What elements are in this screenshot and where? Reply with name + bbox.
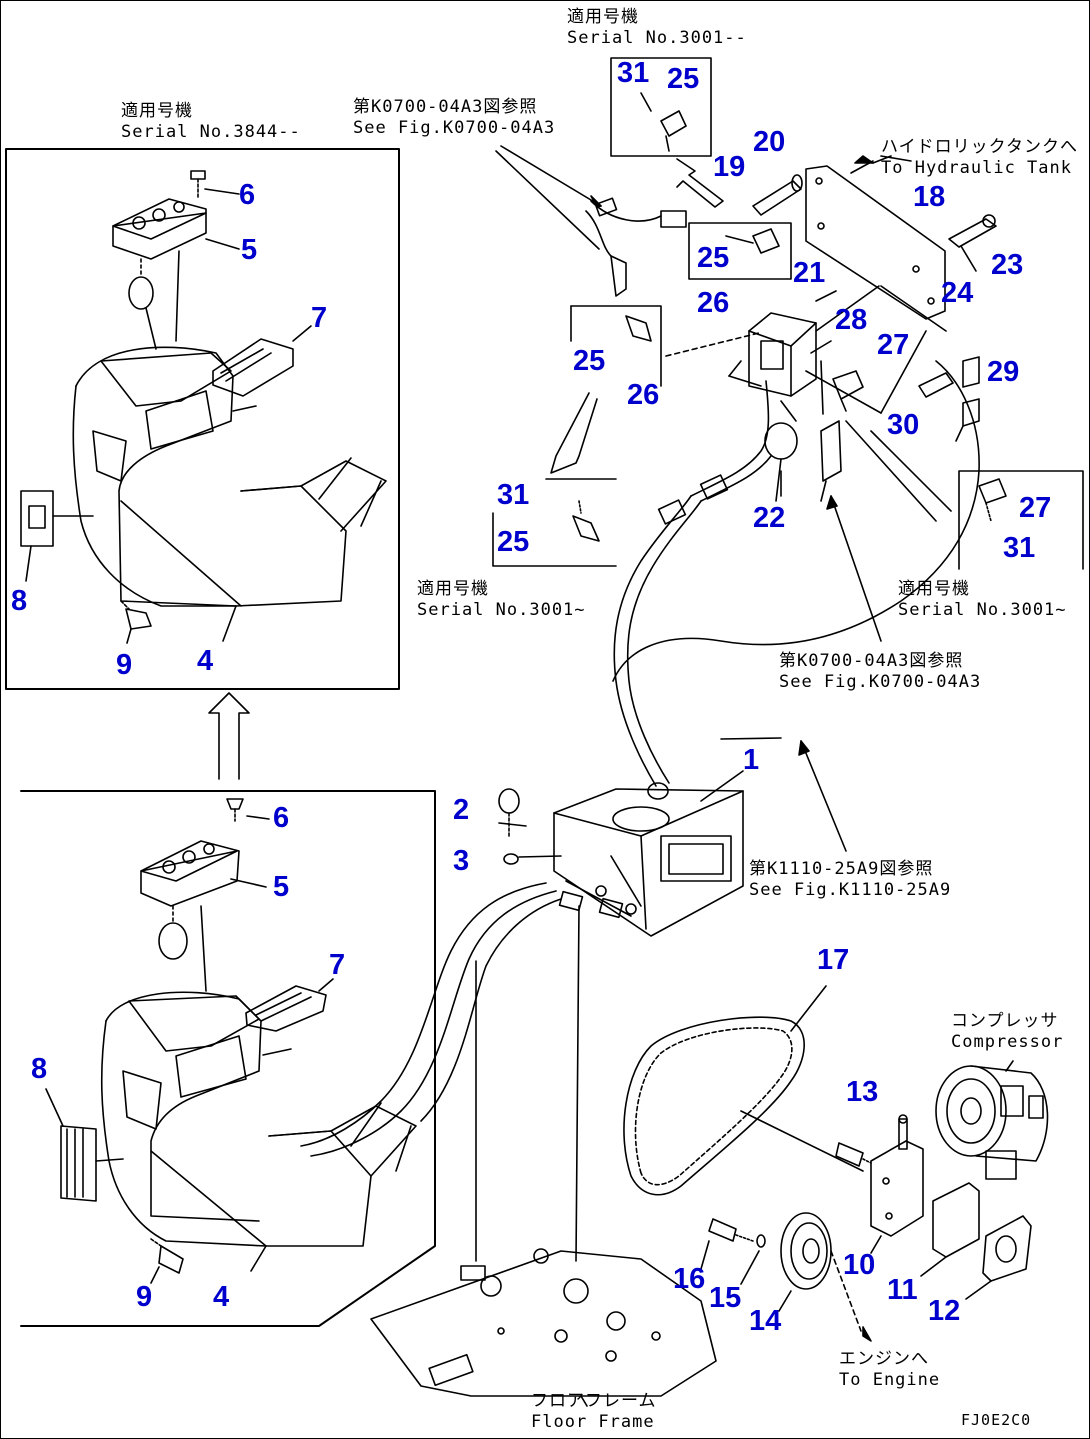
- callout-15: 15: [709, 1282, 742, 1314]
- note-en: See Fig.K1110-25A9: [749, 880, 952, 901]
- callout-28: 28: [835, 304, 868, 336]
- note-see-fig-top: 第K0700-04A3図参照 See Fig.K0700-04A3: [353, 97, 555, 140]
- callout-23: 23: [991, 249, 1024, 281]
- callout-4-top: 4: [197, 645, 214, 677]
- note-serial-top-left: 適用号機 Serial No.3844--: [121, 101, 301, 144]
- note-see-fig-mid: 第K0700-04A3図参照 See Fig.K0700-04A3: [779, 651, 981, 694]
- callout-17: 17: [817, 944, 850, 976]
- callout-5-top: 5: [241, 234, 258, 266]
- inset-box-25-top: [688, 222, 792, 280]
- harness-wiring: [300, 360, 980, 1281]
- callout-25-bottom: 25: [497, 526, 530, 558]
- callout-25-top: 25: [667, 63, 700, 95]
- callout-31-right: 31: [1003, 532, 1036, 564]
- callout-8-top: 8: [11, 585, 28, 617]
- note-jp: コンプレッサ: [951, 1011, 1059, 1031]
- leader-lines-right: [728, 330, 952, 852]
- note-en: See Fig.K0700-04A3: [353, 118, 556, 139]
- callout-27-top: 27: [877, 329, 910, 361]
- console-assembly-top: [20, 170, 387, 644]
- callout-29: 29: [987, 356, 1020, 388]
- callout-31-left: 31: [497, 479, 530, 511]
- callout-13: 13: [846, 1076, 879, 1108]
- callout-9-bottom: 9: [136, 1281, 153, 1313]
- note-compressor: コンプレッサ Compressor: [951, 1011, 1063, 1054]
- drive-belt: [623, 985, 864, 1196]
- note-jp: ハイドロリックタンクへ: [881, 137, 1078, 157]
- callout-26-top: 26: [697, 287, 730, 319]
- callout-19: 19: [713, 151, 746, 183]
- callout-7-bottom: 7: [329, 949, 346, 981]
- note-jp: フロアフレーム: [531, 1391, 657, 1411]
- callout-27-right: 27: [1019, 492, 1052, 524]
- note-en: Serial No.3844--: [121, 122, 301, 143]
- callout-5-bottom: 5: [273, 871, 290, 903]
- note-serial-mid-right: 適用号機 Serial No.3001~: [898, 579, 1067, 622]
- callout-8-bottom: 8: [31, 1053, 48, 1085]
- callout-18: 18: [913, 181, 946, 213]
- note-jp: 適用号機: [121, 101, 193, 121]
- floor-frame: [370, 1248, 717, 1407]
- note-en: To Engine: [839, 1370, 941, 1391]
- callout-11: 11: [887, 1274, 918, 1306]
- callout-20: 20: [753, 126, 786, 158]
- note-jp: 第K0700-04A3図参照: [353, 97, 538, 117]
- note-hydraulic-tank: ハイドロリックタンクへ To Hydraulic Tank: [881, 137, 1078, 180]
- drawing-code: FJ0E2C0: [961, 1411, 1032, 1429]
- relay-cluster: [748, 155, 997, 502]
- callout-6-top: 6: [239, 179, 256, 211]
- callout-7-top: 7: [311, 302, 328, 334]
- inset-box-serial-3001-top: [610, 57, 724, 208]
- detail-frame-top-left: [5, 148, 400, 690]
- callout-16: 16: [673, 1263, 706, 1295]
- compressor: [935, 1060, 1049, 1180]
- note-engine: エンジンへ To Engine: [839, 1349, 940, 1392]
- inset-box-serial-3001-left: [492, 478, 617, 567]
- callout-3: 3: [453, 845, 470, 877]
- note-jp: 適用号機: [417, 579, 489, 599]
- note-en: To Hydraulic Tank: [881, 158, 1072, 179]
- note-en: See Fig.K0700-04A3: [779, 672, 982, 693]
- detail-frame-bottom-left: [20, 790, 436, 1327]
- compressor-bracket: [700, 1114, 1032, 1342]
- console-assembly-bottom: [45, 798, 417, 1284]
- note-en: Floor Frame: [531, 1412, 655, 1433]
- note-jp: 適用号機: [898, 579, 970, 599]
- callout-4-bottom: 4: [213, 1281, 230, 1313]
- callout-6-bottom: 6: [273, 802, 290, 834]
- callout-10: 10: [843, 1249, 876, 1281]
- view-arrow: [208, 692, 250, 780]
- note-serial-mid-left: 適用号機 Serial No.3001~: [417, 579, 586, 622]
- note-jp: エンジンへ: [839, 1349, 929, 1369]
- note-jp: 第K1110-25A9図参照: [749, 859, 934, 879]
- note-jp: 第K0700-04A3図参照: [779, 651, 964, 671]
- callout-21: 21: [793, 257, 826, 289]
- note-see-fig-k1110: 第K1110-25A9図参照 See Fig.K1110-25A9: [749, 859, 951, 902]
- top-left-connector: [495, 145, 687, 297]
- callout-9-top: 9: [116, 649, 133, 681]
- inset-box-serial-3001-right: [958, 470, 1084, 570]
- note-en: Compressor: [951, 1032, 1064, 1053]
- air-conditioner-unit: [498, 737, 782, 937]
- callout-1: 1: [743, 744, 760, 776]
- inset-box-25-left: [550, 305, 760, 474]
- callout-26-left: 26: [627, 379, 660, 411]
- note-serial-top-center: 適用号機 Serial No.3001--: [567, 7, 747, 50]
- callout-24: 24: [941, 277, 974, 309]
- callout-25-box: 25: [697, 242, 730, 274]
- note-en: Serial No.3001~: [417, 600, 586, 621]
- callout-12: 12: [928, 1295, 961, 1327]
- callout-14: 14: [749, 1305, 782, 1337]
- callout-2: 2: [453, 794, 470, 826]
- callout-22: 22: [753, 502, 786, 534]
- callout-25-left: 25: [573, 345, 606, 377]
- note-en: Serial No.3001--: [567, 28, 747, 49]
- note-jp: 適用号機: [567, 7, 639, 27]
- note-floor-frame: フロアフレーム Floor Frame: [531, 1391, 657, 1434]
- callout-31-top: 31: [617, 57, 650, 89]
- note-en: Serial No.3001~: [898, 600, 1067, 621]
- callout-30: 30: [887, 409, 920, 441]
